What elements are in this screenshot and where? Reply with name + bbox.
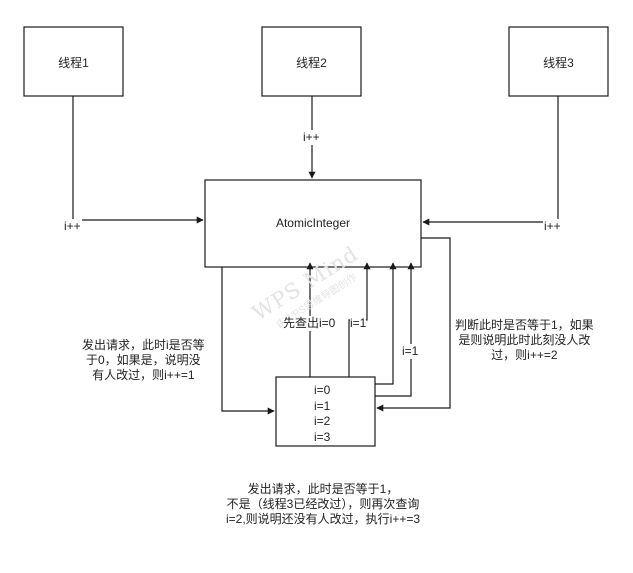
thread3-box [508,26,609,97]
note-line: 过，则i++=2 [491,348,558,362]
increment-label-left: i++ [63,219,82,234]
increment-label-top: i++ [302,130,321,145]
note-line: 发出请求，此时i是否等 [82,338,205,352]
thread2-box [261,26,362,97]
bottom-note: 发出请求，此时是否等于1， 不是（线程3已经改过），则再次查询 i=2,则说明还… [205,482,441,527]
increment-label-right: i++ [543,219,562,234]
note-line: 判断此时是否等于1，如果 [455,318,594,332]
note-line: 发出请求，此时是否等于1， [247,482,399,496]
i-eq-1-label-b: i=1 [402,344,419,359]
right-request-arrow [376,237,451,412]
note-line: 不是（线程3已经改过），则再次查询 [226,497,420,511]
note-line: 有人改过，则i++=1 [92,368,195,382]
right-note: 判断此时是否等于1，如果 是则说明此时此刻没人改 过，则i++=2 [455,318,594,363]
left-note: 发出请求，此时i是否等 于0，如果是，说明没 有人改过，则i++=1 [82,338,205,383]
thread3-arrow [422,96,559,226]
thread2-label: 线程2 [296,56,327,70]
i-eq-1-label-a: i=1 [350,316,367,331]
thread1-box [23,26,124,97]
note-line: 是则说明此时此刻没人改 [458,333,591,347]
atomic-integer-box [204,179,422,268]
note-line: i=2,则说明还没有人改过，执行i++=3 [225,512,421,526]
atomic-integer-label: AtomicInteger [275,216,351,230]
thread1-arrow [72,96,204,224]
state-value: i=0 [314,383,331,397]
note-line: 于0，如果是，说明没 [85,353,201,367]
thread1-label: 线程1 [58,56,89,70]
thread3-label: 线程3 [543,56,574,70]
retry-arrow [375,262,415,397]
state-value: i=3 [314,429,331,444]
third-check-arrow [375,262,397,385]
state-value: i=2 [314,414,331,428]
first-check-label: 先查出i=0 [283,316,336,331]
state-value: i=1 [314,398,331,413]
state-values: i=0 i=1 i=2 i=3 [314,383,330,445]
left-request-arrow [221,267,275,415]
state-box [275,376,376,447]
